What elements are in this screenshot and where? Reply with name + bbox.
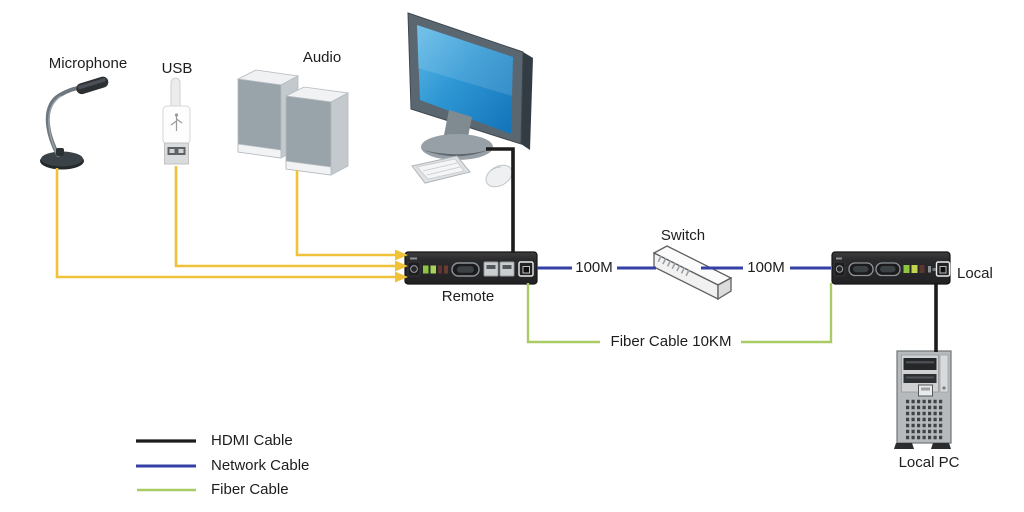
- audio-cable: [295, 170, 396, 257]
- local-label: Local: [957, 265, 993, 282]
- microphone-cable: [55, 168, 396, 279]
- legend-label-hdmi: HDMI Cable: [211, 432, 293, 449]
- pc-tower-icon: [894, 350, 952, 449]
- audio-label: Audio: [302, 49, 342, 66]
- microphone-cable-arrow: [395, 271, 408, 283]
- usb-label: USB: [161, 60, 193, 77]
- speakers-icon: [236, 69, 350, 176]
- legend-label-network: Network Cable: [211, 457, 310, 474]
- legend-item-fiber: Fiber Cable: [135, 481, 289, 498]
- usb-connector-icon: [162, 77, 191, 165]
- fiber-cable-swatch: [137, 488, 196, 491]
- hdmi-cable-monitor-remote: [486, 147, 515, 253]
- legend-item-network: Network Cable: [135, 457, 309, 474]
- remote-extender-box: [404, 251, 538, 285]
- switch-label: Switch: [660, 227, 706, 244]
- microphone-icon: [40, 76, 109, 170]
- cable-arrows: [395, 249, 408, 283]
- local-extender-box: [831, 251, 951, 285]
- local-pc-label: Local PC: [898, 454, 960, 471]
- monitor-icon: [407, 12, 533, 160]
- usb-cable-arrow: [395, 260, 408, 272]
- legend-item-hdmi: HDMI Cable: [135, 432, 293, 449]
- legend-label-fiber: Fiber Cable: [211, 481, 289, 498]
- fiber-link-label: Fiber Cable 10KM: [610, 333, 732, 350]
- hdmi-cable-swatch: [136, 438, 196, 443]
- usb-cable: [174, 166, 396, 268]
- remote-label: Remote: [441, 288, 495, 305]
- link-speed-right-label: 100M: [747, 259, 785, 276]
- fiber-cable-remote-local: [526, 283, 833, 344]
- link-speed-left-label: 100M: [575, 259, 613, 276]
- network-cable-swatch: [136, 464, 196, 467]
- microphone-label: Microphone: [48, 55, 128, 72]
- mouse-icon: [485, 164, 513, 188]
- audio-cable-arrow: [395, 249, 408, 261]
- cables: [55, 147, 938, 352]
- switch-icon: [652, 245, 733, 301]
- keyboard-icon: [411, 155, 471, 184]
